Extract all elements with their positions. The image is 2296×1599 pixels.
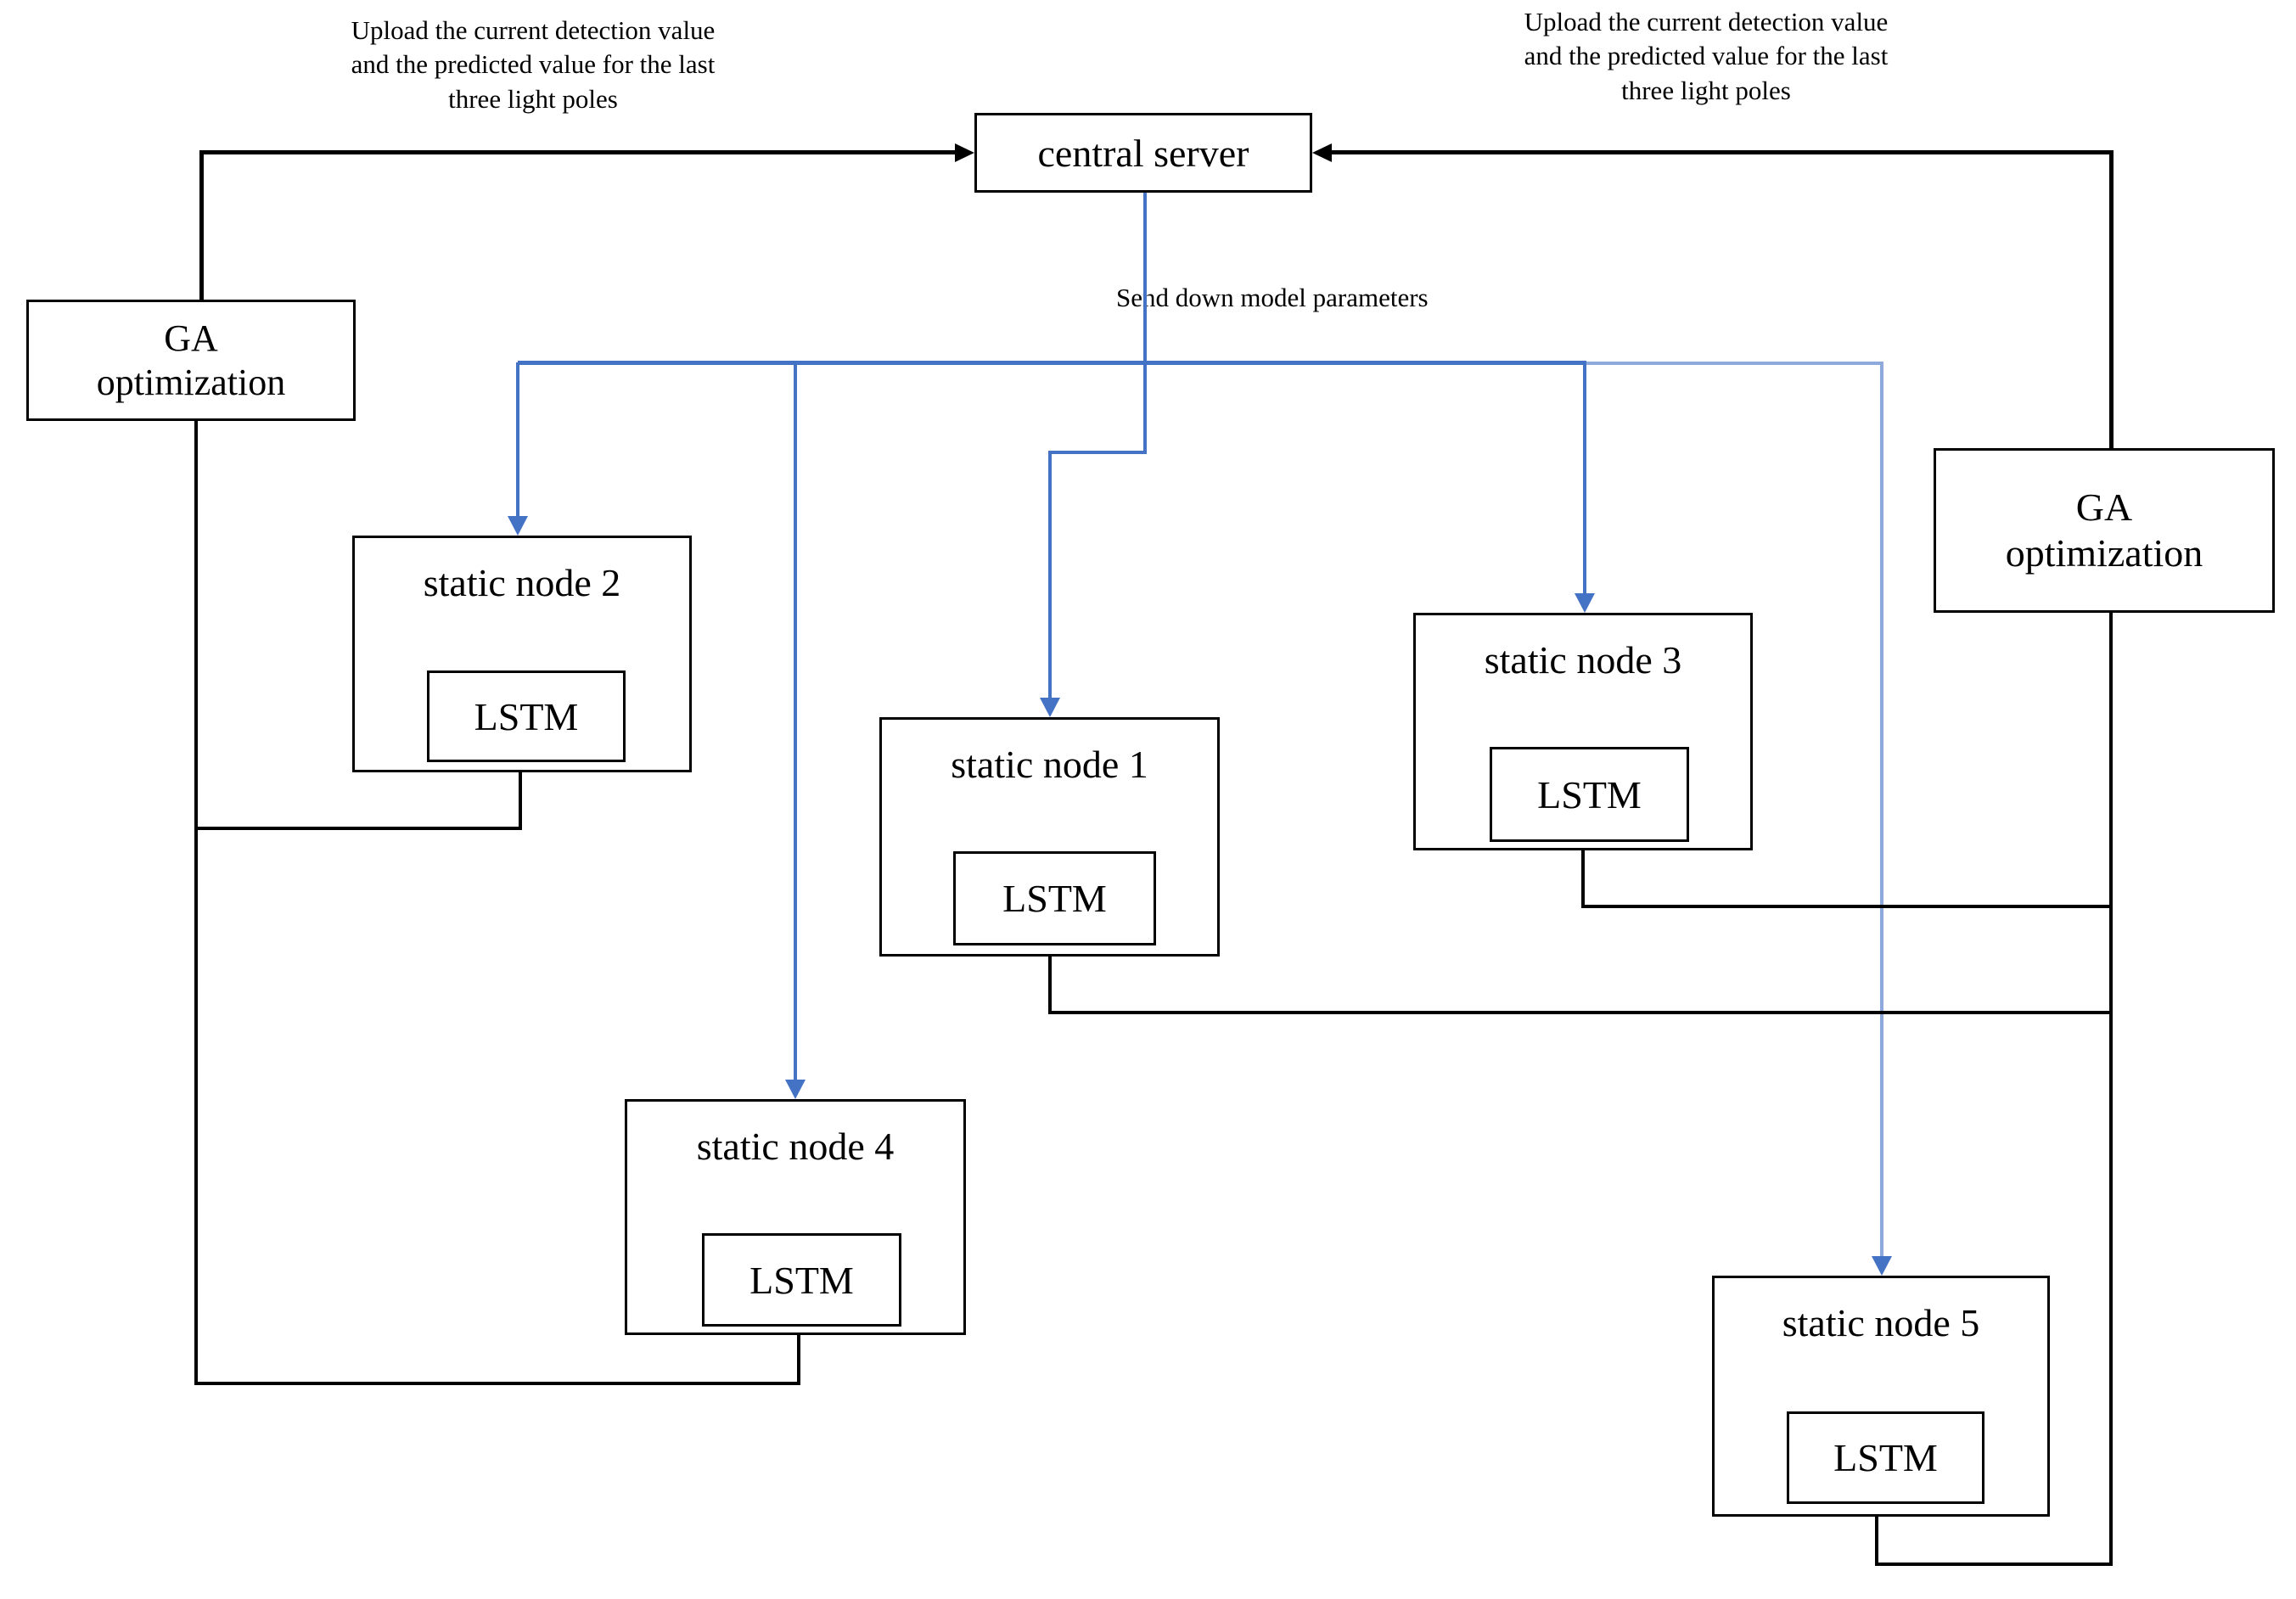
arrow-down-node1-icon bbox=[1040, 698, 1060, 717]
feedback-node2-horizontal bbox=[196, 827, 522, 830]
ga-optimization-right-box: GA optimization bbox=[1934, 448, 2275, 613]
upload-annotation-right-line1: Upload the current detection value bbox=[1524, 7, 1889, 36]
branch-node1-vertical-upper bbox=[1143, 362, 1147, 454]
ga-left-label-line1: GA bbox=[164, 317, 218, 359]
arrow-right-into-server-icon bbox=[955, 143, 974, 162]
static-node-1-lstm-box: LSTM bbox=[953, 851, 1156, 945]
arrow-down-node2-icon bbox=[508, 516, 528, 536]
branch-node2-vertical bbox=[516, 362, 519, 519]
upload-annotation-right-line2: and the predicted value for the last bbox=[1524, 41, 1889, 71]
static-node-2-lstm-label: LSTM bbox=[474, 694, 579, 738]
static-node-4-lstm-box: LSTM bbox=[702, 1233, 901, 1327]
feedback-node4-horizontal bbox=[196, 1382, 800, 1385]
branch-node1-jog bbox=[1050, 451, 1147, 454]
static-node-3-label: static node 3 bbox=[1484, 638, 1682, 682]
branch-node3-vertical bbox=[1583, 362, 1586, 595]
feedback-node4-vertical bbox=[797, 1333, 800, 1385]
upload-annotation-left-line2: and the predicted value for the last bbox=[351, 49, 716, 80]
feedback-node1-horizontal bbox=[1048, 1011, 2113, 1014]
server-down-line bbox=[1143, 193, 1147, 364]
feedback-node3-vertical bbox=[1581, 849, 1585, 908]
arrow-down-node3-icon bbox=[1575, 593, 1595, 613]
arrow-left-into-server-icon bbox=[1312, 143, 1332, 162]
upload-line-left-vertical-top bbox=[199, 150, 204, 301]
feedback-node5-vertical bbox=[1875, 1515, 1878, 1566]
static-node-2-label: static node 2 bbox=[423, 561, 621, 604]
ga-optimization-left-box: GA optimization bbox=[26, 300, 356, 421]
static-node-5-lstm-box: LSTM bbox=[1787, 1411, 1984, 1504]
upload-annotation-right: Upload the current detection value and t… bbox=[1412, 5, 2001, 108]
ga-right-label-line1: GA bbox=[2075, 485, 2133, 529]
upload-annotation-left: Upload the current detection value and t… bbox=[236, 14, 830, 116]
central-server-label: central server bbox=[1037, 131, 1249, 175]
static-node-4-lstm-label: LSTM bbox=[749, 1258, 854, 1302]
static-node-3-lstm-label: LSTM bbox=[1537, 772, 1642, 816]
upload-annotation-left-line1: Upload the current detection value bbox=[351, 15, 716, 45]
branch-node4-vertical bbox=[794, 362, 797, 1081]
static-node-1-label: static node 1 bbox=[951, 743, 1148, 786]
branch-node5-vertical bbox=[1880, 362, 1883, 1258]
send-down-annotation: Send down model parameters bbox=[1116, 283, 1429, 312]
blue-bus-right bbox=[1586, 362, 1883, 365]
branch-node1-vertical-lower bbox=[1048, 451, 1052, 700]
upload-annotation-left-line3: three light poles bbox=[448, 83, 618, 114]
static-node-1-lstm-label: LSTM bbox=[1002, 877, 1107, 920]
upload-line-right-horizontal bbox=[1332, 150, 2114, 154]
ga-right-label-line2: optimization bbox=[2005, 531, 2203, 575]
static-node-5-label: static node 5 bbox=[1782, 1301, 1980, 1344]
feedback-node3-horizontal bbox=[1581, 905, 2113, 908]
static-node-3-lstm-box: LSTM bbox=[1490, 747, 1689, 842]
feedback-node5-horizontal bbox=[1875, 1563, 2113, 1566]
upload-annotation-right-line3: three light poles bbox=[1621, 75, 1791, 105]
feedback-node2-vertical bbox=[519, 771, 522, 830]
blue-bus-main bbox=[518, 361, 1586, 365]
upload-line-right-vertical-top bbox=[2109, 150, 2114, 450]
arrow-down-node5-icon bbox=[1872, 1256, 1892, 1276]
static-node-5-lstm-label: LSTM bbox=[1833, 1436, 1938, 1479]
central-server-box: central server bbox=[974, 113, 1312, 193]
upload-line-left-horizontal bbox=[201, 150, 957, 154]
left-trunk-vertical bbox=[194, 419, 198, 1385]
feedback-node1-vertical bbox=[1048, 955, 1052, 1014]
ga-left-label-line2: optimization bbox=[96, 361, 286, 403]
static-node-2-lstm-box: LSTM bbox=[427, 670, 626, 762]
arrow-down-node4-icon bbox=[785, 1080, 806, 1099]
right-trunk-vertical bbox=[2109, 611, 2113, 1566]
static-node-4-label: static node 4 bbox=[696, 1125, 895, 1168]
